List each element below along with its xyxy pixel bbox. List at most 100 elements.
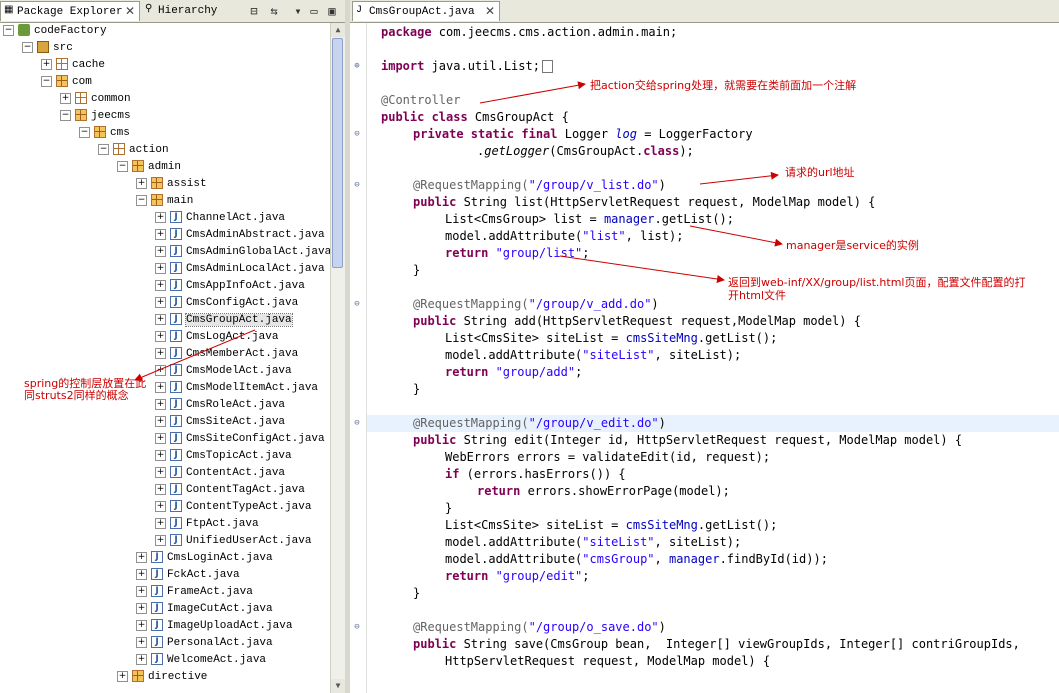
expand-icon[interactable]: + xyxy=(155,279,166,291)
fold-collapse-icon[interactable]: ⊖ xyxy=(354,418,360,428)
expand-icon[interactable]: + xyxy=(155,347,166,359)
tree-node-main[interactable]: −main xyxy=(136,193,193,210)
tree-node-cache[interactable]: +cache xyxy=(41,57,105,74)
tab-package-explorer[interactable]: ▦ Package Explorer ✕ xyxy=(0,1,140,21)
close-icon[interactable]: ✕ xyxy=(124,5,135,19)
tree-node-action[interactable]: −action xyxy=(98,142,169,159)
expand-icon[interactable]: + xyxy=(155,381,166,393)
expand-icon[interactable]: + xyxy=(136,568,147,580)
expand-icon[interactable]: + xyxy=(155,262,166,274)
fold-collapse-icon[interactable]: ⊖ xyxy=(354,622,360,632)
view-menu-icon[interactable]: ▾ xyxy=(294,4,302,18)
scrollbar-thumb[interactable] xyxy=(332,38,343,268)
close-icon[interactable]: ✕ xyxy=(484,5,495,19)
expand-icon[interactable]: + xyxy=(155,483,166,495)
expand-icon[interactable]: + xyxy=(136,619,147,631)
scroll-down-icon[interactable]: ▼ xyxy=(331,679,345,693)
expand-icon[interactable]: + xyxy=(41,58,52,70)
expand-icon[interactable]: + xyxy=(155,211,166,223)
fold-collapse-icon[interactable]: ⊖ xyxy=(354,180,360,190)
tree-scrollbar[interactable]: ▲ ▼ xyxy=(330,23,345,693)
collapse-icon[interactable]: − xyxy=(79,126,90,138)
tree-node-jeecms[interactable]: −jeecms xyxy=(60,108,131,125)
fold-collapse-icon[interactable]: ⊖ xyxy=(354,299,360,309)
collapse-all-icon[interactable]: ⊟ xyxy=(250,4,258,18)
expand-icon[interactable]: + xyxy=(155,466,166,478)
code-area[interactable]: package com.jeecms.cms.action.admin.main… xyxy=(381,23,1059,693)
collapse-icon[interactable]: − xyxy=(136,194,147,206)
fold-expand-icon[interactable]: ⊕ xyxy=(354,61,360,71)
expand-icon[interactable]: + xyxy=(155,517,166,529)
maximize-icon[interactable]: ▣ xyxy=(328,4,336,18)
expand-icon[interactable]: + xyxy=(117,670,128,682)
collapse-icon[interactable]: − xyxy=(60,109,71,121)
expand-icon[interactable]: + xyxy=(136,602,147,614)
panel-divider[interactable] xyxy=(345,0,350,693)
tree-node-common[interactable]: +common xyxy=(60,91,131,108)
tree-node-cms[interactable]: −cms xyxy=(79,125,130,142)
tree-node-assist[interactable]: +assist xyxy=(136,176,207,193)
tree-node-project[interactable]: −codeFactory xyxy=(3,23,107,40)
expand-icon[interactable]: + xyxy=(155,534,166,546)
expand-icon[interactable]: + xyxy=(136,551,147,563)
tab-editor-file[interactable]: J CmsGroupAct.java ✕ xyxy=(352,1,500,21)
fold-collapse-icon[interactable]: ⊖ xyxy=(354,129,360,139)
expand-icon[interactable]: + xyxy=(155,432,166,444)
expand-icon[interactable]: + xyxy=(136,177,147,189)
expand-icon[interactable]: + xyxy=(155,398,166,410)
expand-icon[interactable]: + xyxy=(136,636,147,648)
tab-hierarchy[interactable]: ⚲ Hierarchy xyxy=(142,1,234,21)
collapse-icon[interactable]: − xyxy=(98,143,109,155)
link-with-editor-icon[interactable]: ⇆ xyxy=(270,4,278,18)
expand-icon[interactable]: + xyxy=(155,245,166,257)
expand-icon[interactable]: + xyxy=(155,364,166,376)
expand-icon[interactable]: + xyxy=(155,228,166,240)
collapse-icon[interactable]: − xyxy=(3,24,14,36)
collapse-icon[interactable]: − xyxy=(41,75,52,87)
expand-icon[interactable]: + xyxy=(60,92,71,104)
expand-icon[interactable]: + xyxy=(155,296,166,308)
scroll-up-icon[interactable]: ▲ xyxy=(331,23,345,37)
collapse-icon[interactable]: − xyxy=(117,160,128,172)
minimize-icon[interactable]: ▭ xyxy=(310,4,318,18)
expand-icon[interactable]: + xyxy=(136,585,147,597)
expand-icon[interactable]: + xyxy=(155,449,166,461)
folded-code-icon[interactable] xyxy=(541,60,553,73)
collapse-icon[interactable]: − xyxy=(22,41,33,53)
tree-node-src[interactable]: −src xyxy=(22,40,73,57)
expand-icon[interactable]: + xyxy=(136,653,147,665)
expand-icon[interactable]: + xyxy=(155,330,166,342)
expand-icon[interactable]: + xyxy=(155,313,166,325)
expand-icon[interactable]: + xyxy=(155,500,166,512)
expand-icon[interactable]: + xyxy=(155,415,166,427)
tree-node-admin[interactable]: −admin xyxy=(117,159,181,176)
tree-node-com[interactable]: −com xyxy=(41,74,92,91)
